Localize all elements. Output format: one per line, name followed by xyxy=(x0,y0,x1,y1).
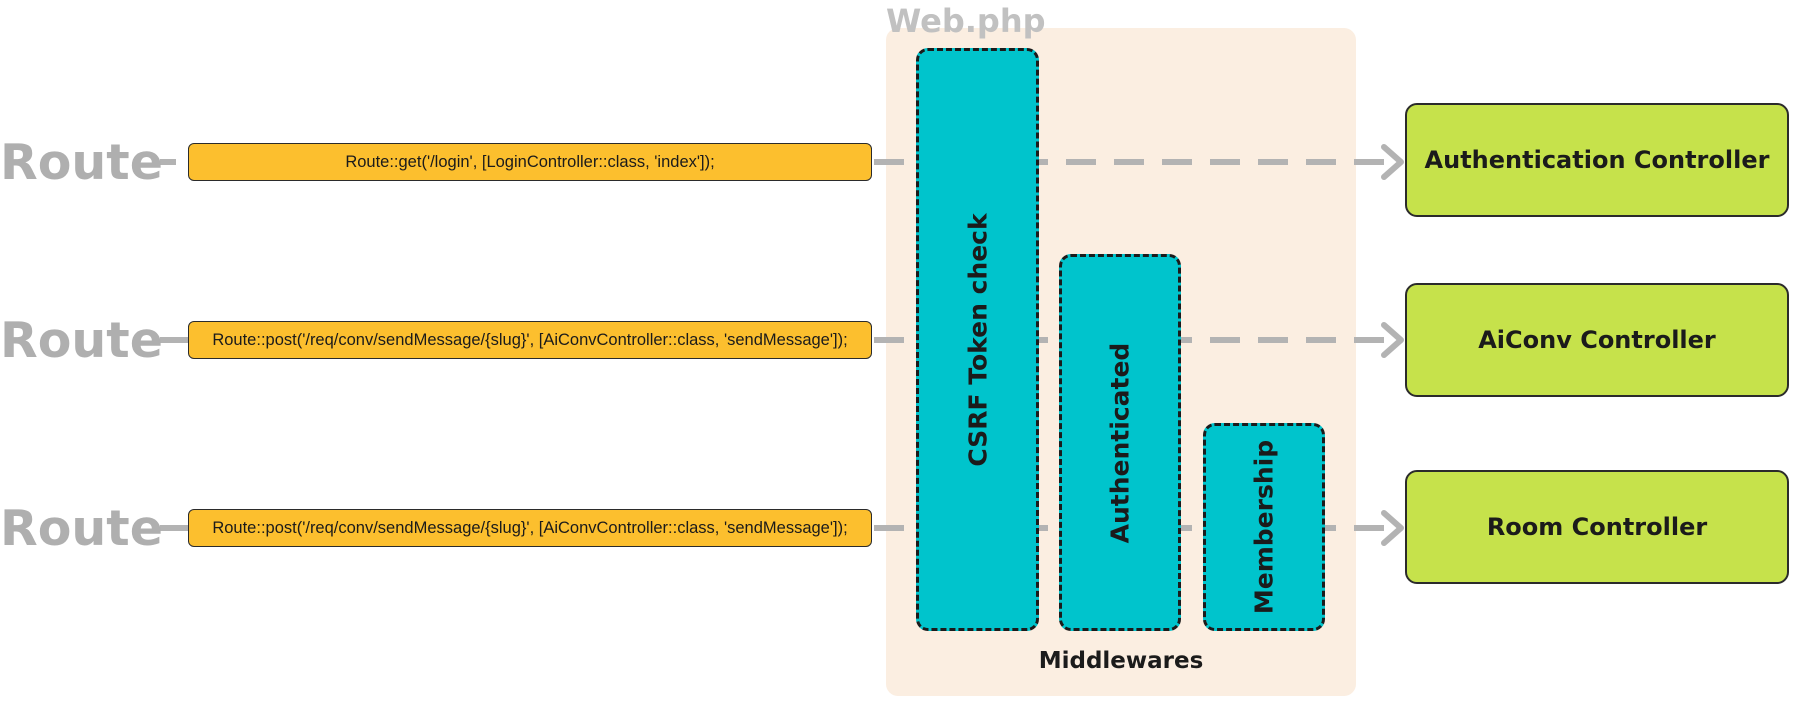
group-caption: Middlewares xyxy=(1038,648,1204,674)
middleware-label: Authenticated xyxy=(1105,342,1135,543)
middleware-authenticated: Authenticated xyxy=(1059,254,1181,631)
group-title: Web.php xyxy=(886,2,1046,40)
arrowhead-row-3 xyxy=(1381,510,1404,546)
row-label: Route xyxy=(0,312,163,369)
arrowhead-row-2 xyxy=(1381,322,1404,358)
controller-room: Room Controller xyxy=(1405,470,1789,584)
route-definition: Route::post('/req/conv/sendMessage/{slug… xyxy=(188,509,872,547)
controller-aiconv: AiConv Controller xyxy=(1405,283,1789,397)
arrowhead-row-1 xyxy=(1381,144,1404,180)
middleware-membership: Membership xyxy=(1203,423,1325,631)
middleware-label: Membership xyxy=(1249,439,1279,615)
controller-authentication: Authentication Controller xyxy=(1405,103,1789,217)
middleware-label: CSRF Token check xyxy=(963,212,992,467)
row-label: Route xyxy=(0,134,163,191)
row-label: Route xyxy=(0,500,163,557)
route-definition: Route::get('/login', [LoginController::c… xyxy=(188,143,872,181)
middleware-csrf-token-check: CSRF Token check xyxy=(916,48,1039,631)
route-definition: Route::post('/req/conv/sendMessage/{slug… xyxy=(188,321,872,359)
